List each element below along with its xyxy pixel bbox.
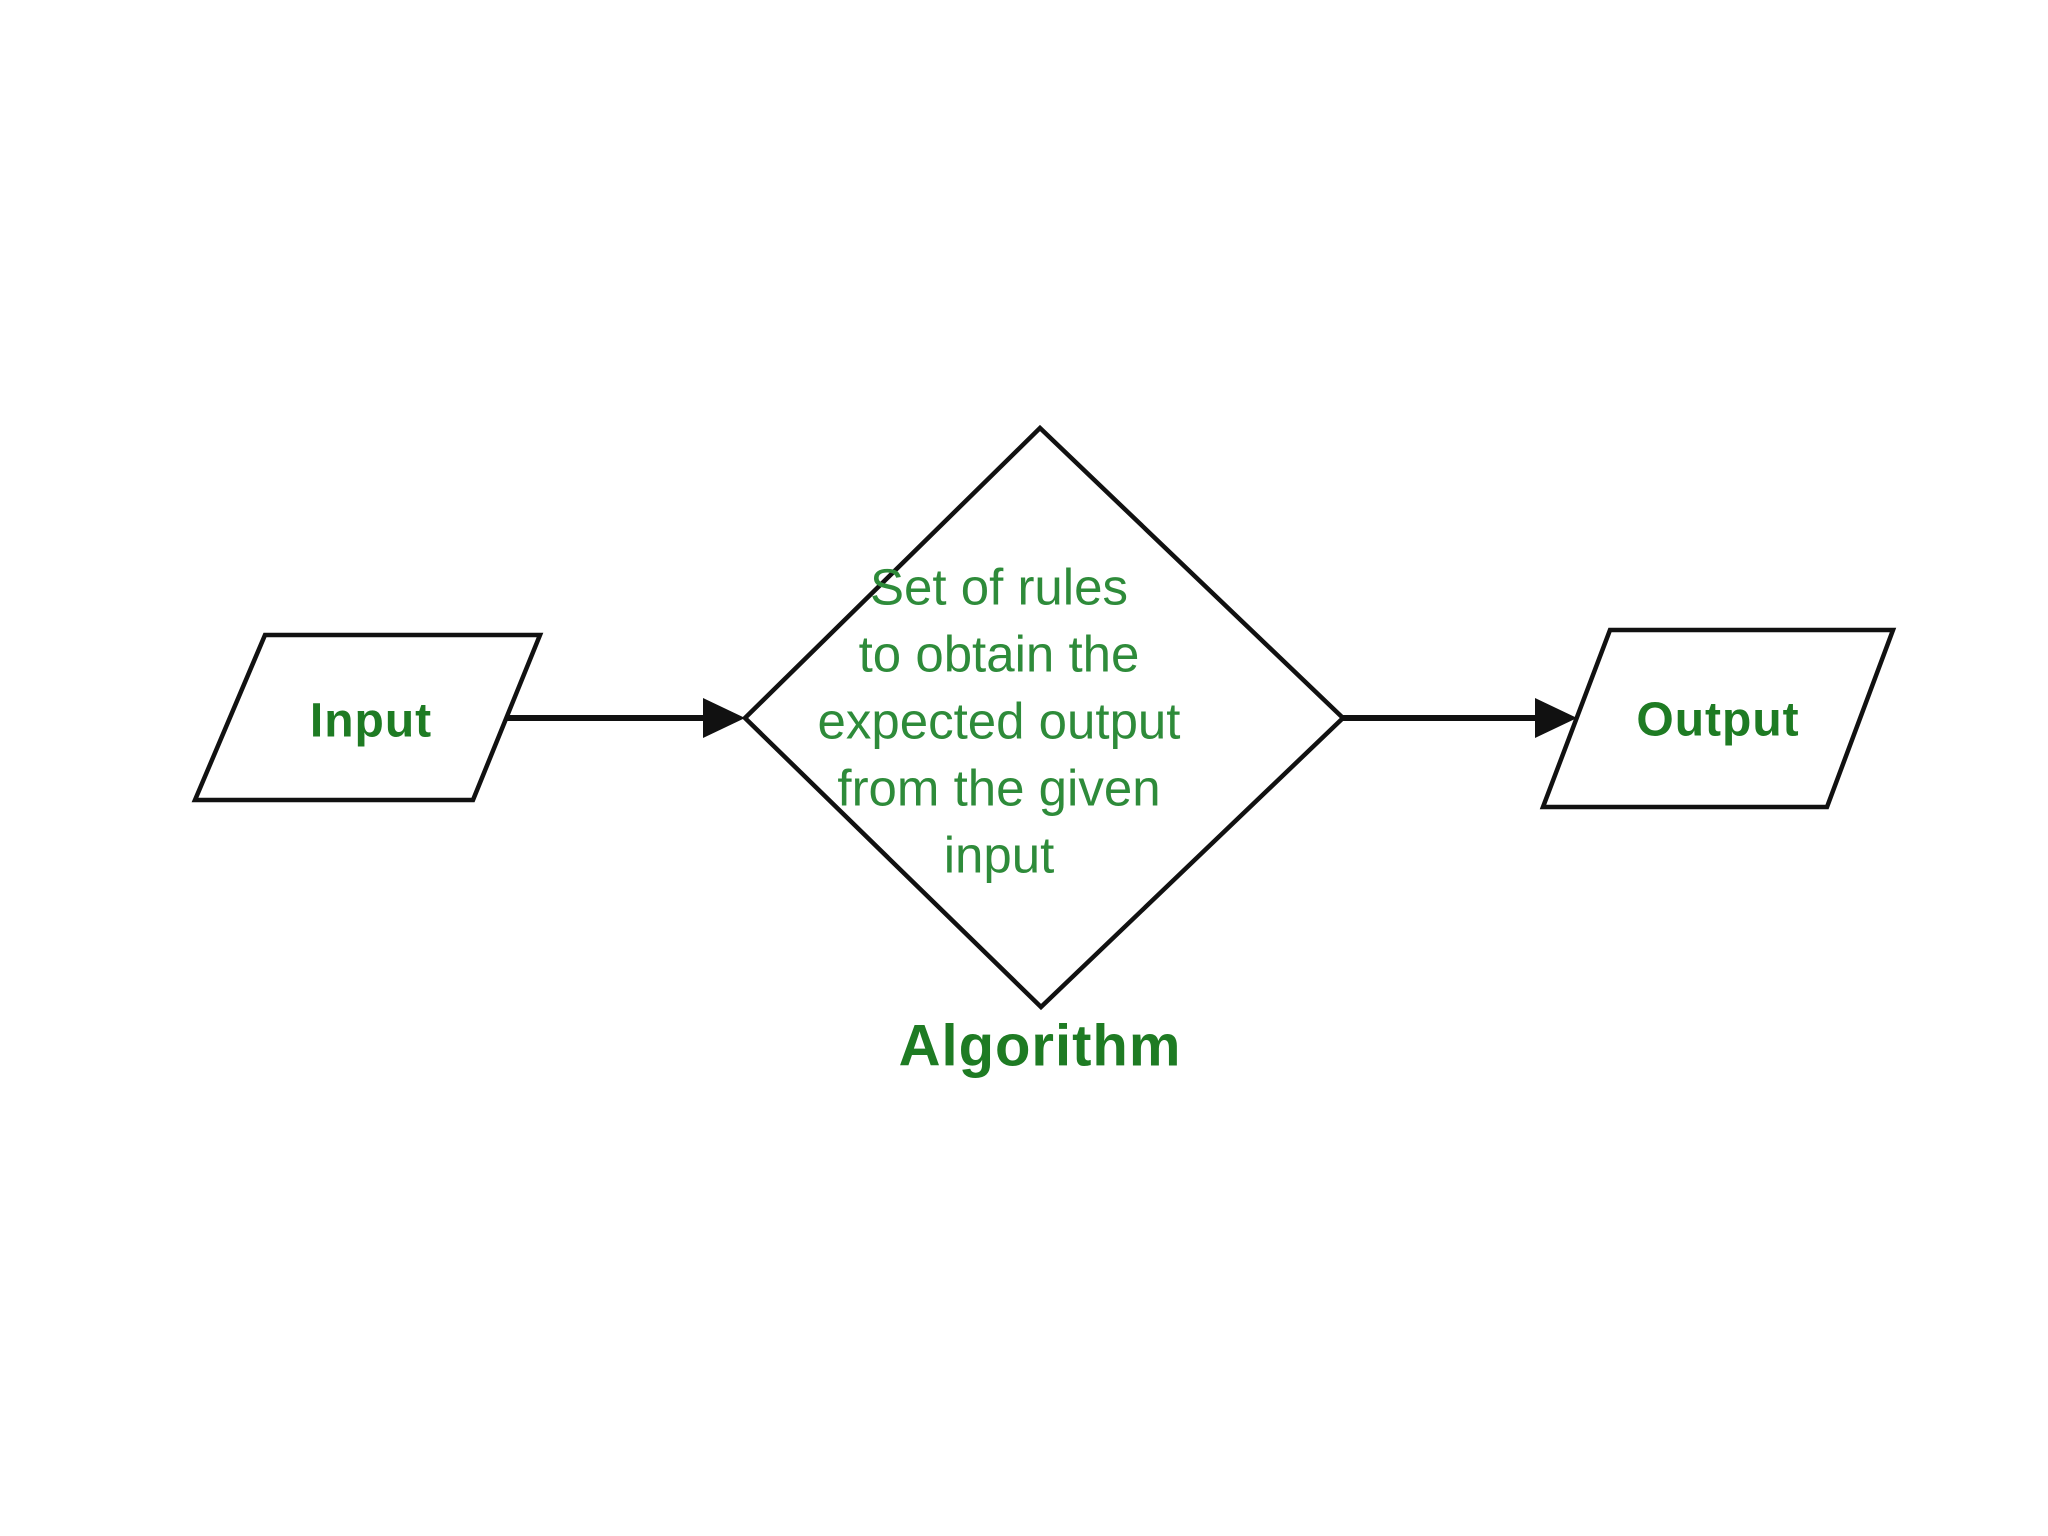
input-node-shape [191, 632, 544, 803]
input-node-label: Input [309, 694, 433, 748]
algorithm-caption: Algorithm [898, 1013, 1182, 1079]
arrowhead-input-to-algorithm-icon [703, 698, 745, 738]
algorithm-node-shape [741, 424, 1347, 1011]
output-node-shape [1539, 627, 1897, 810]
algorithm-node-text: Set of rules to obtain the expected outp… [817, 558, 1181, 884]
output-node-label: Output [1636, 693, 1800, 747]
arrowhead-algorithm-to-output-icon [1535, 698, 1577, 738]
